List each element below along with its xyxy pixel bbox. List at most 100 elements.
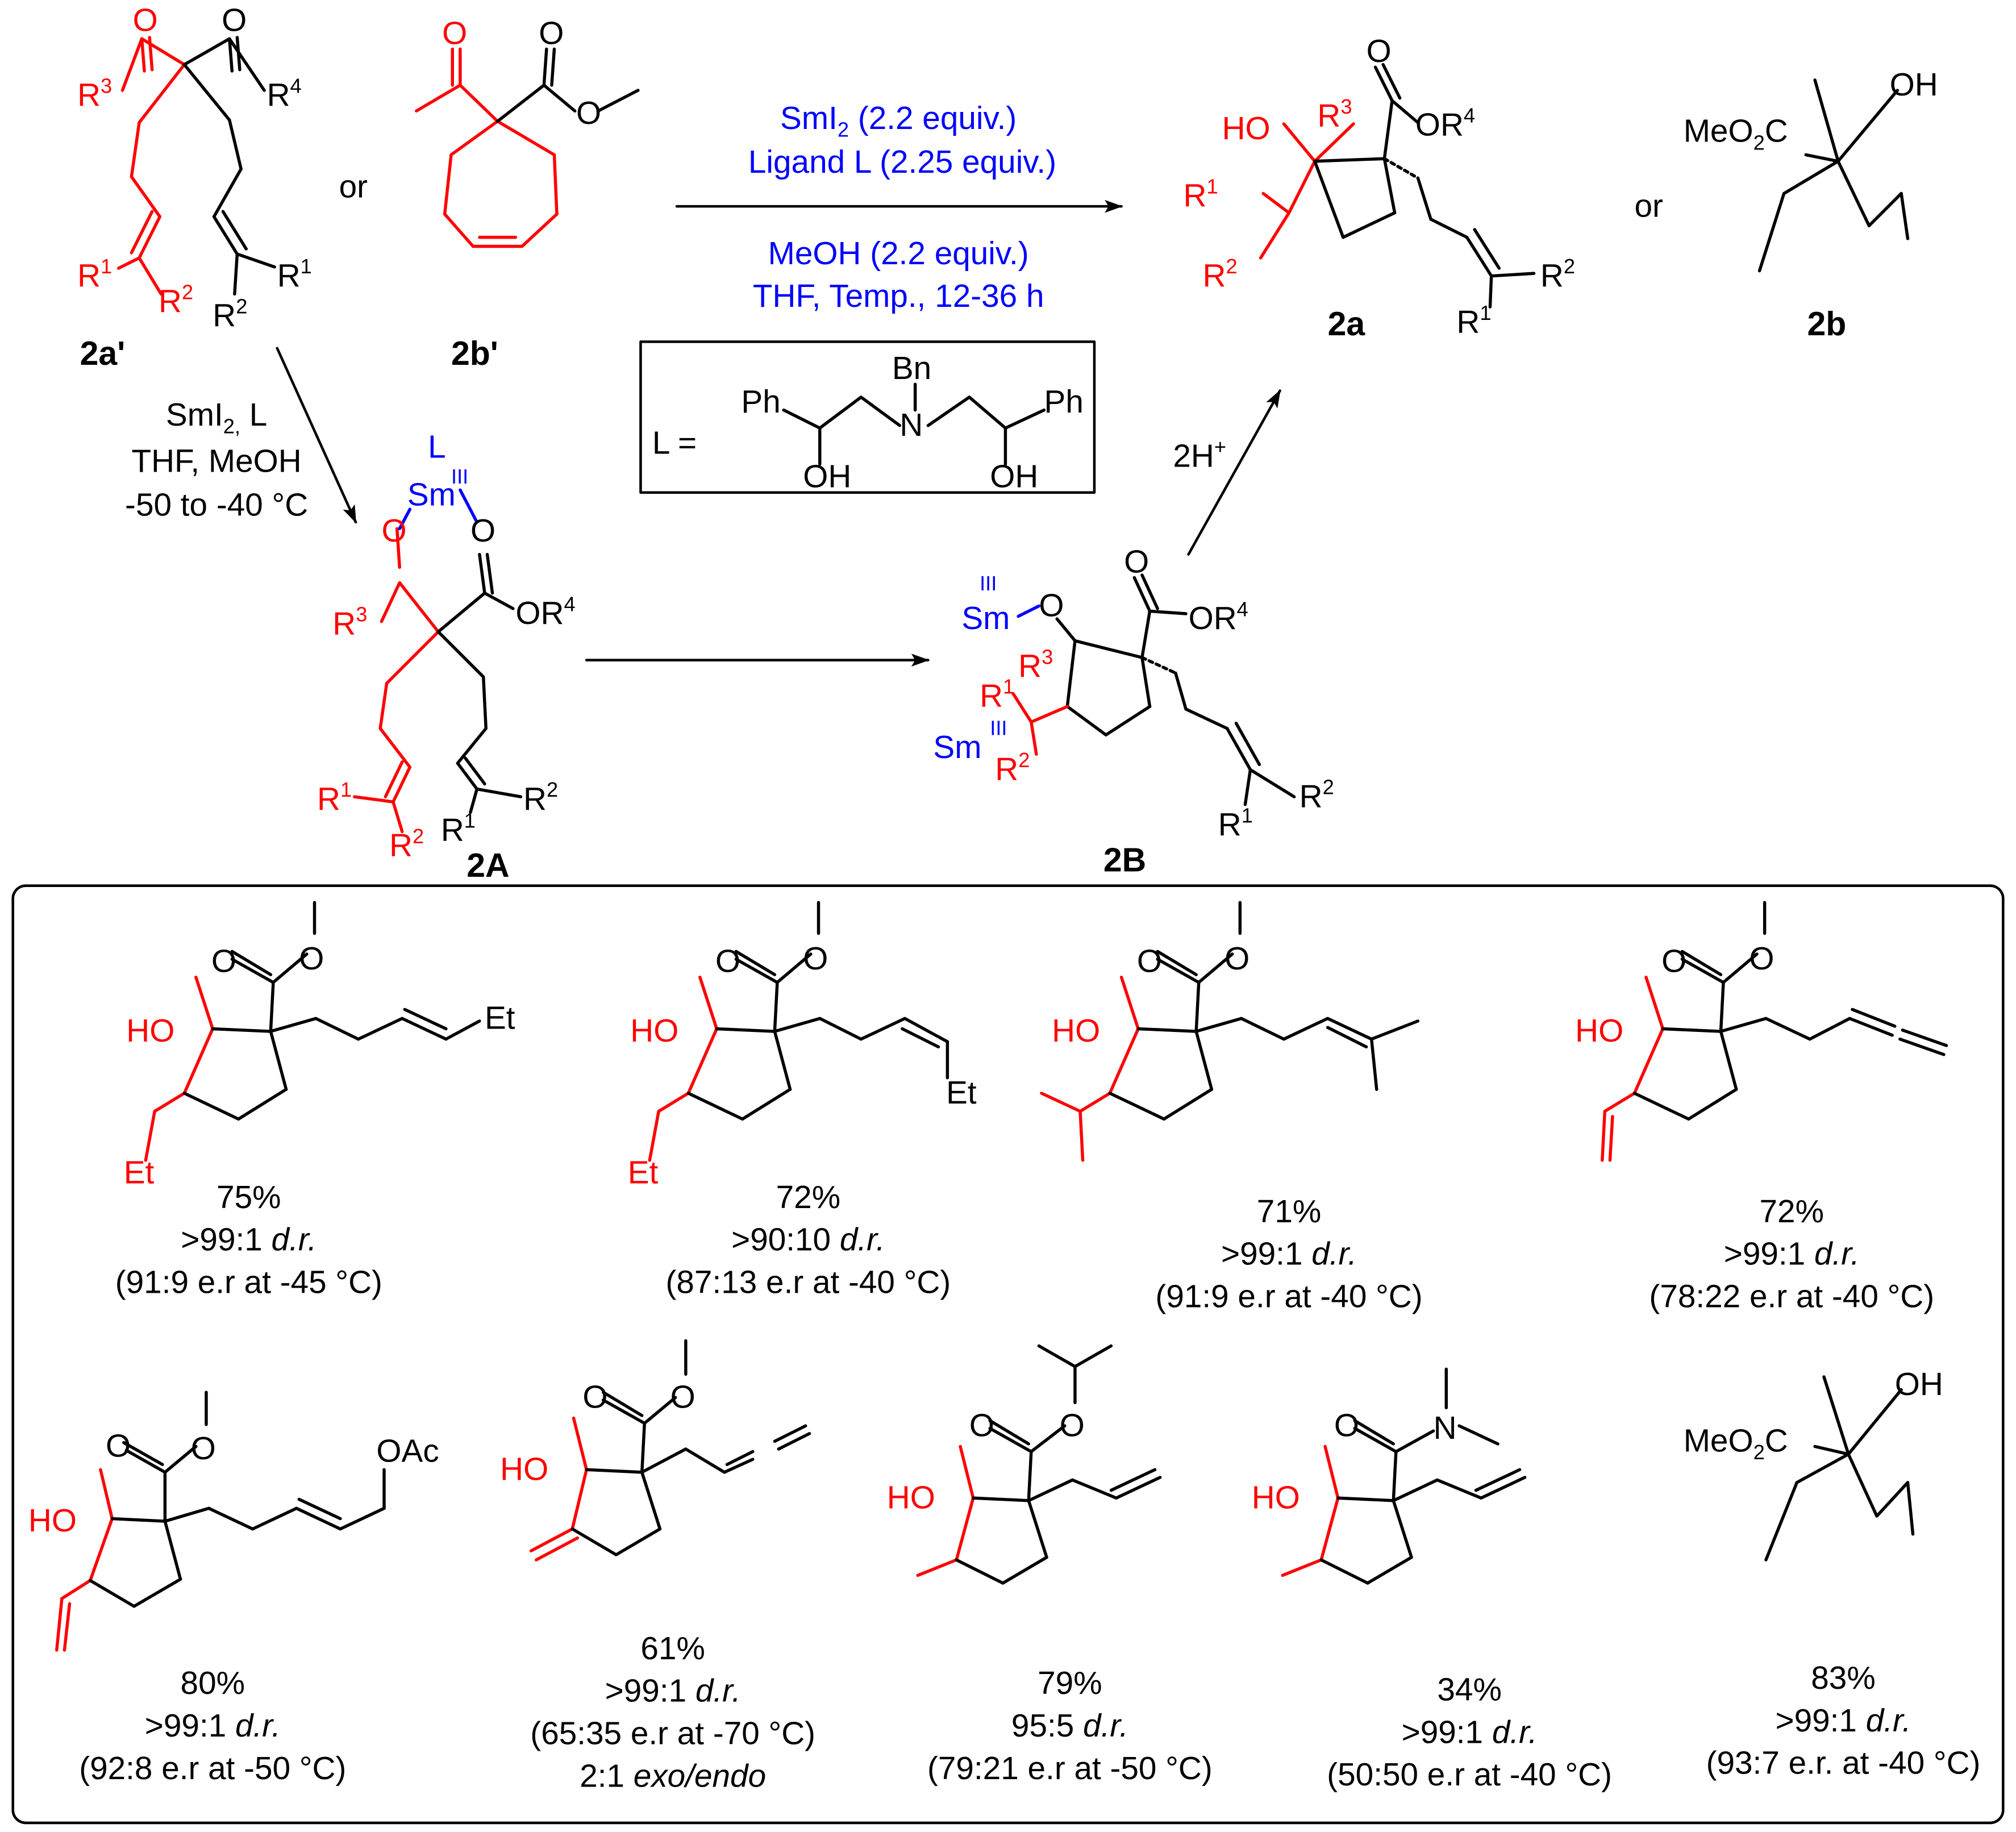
compound-2a-label: 2a bbox=[1328, 306, 1366, 343]
label-r3-2a: R3 bbox=[1317, 95, 1352, 134]
label-r1-2a: R1 bbox=[1456, 301, 1491, 340]
p5-oac: OAc bbox=[376, 1434, 439, 1469]
product-3-caption: 71% >99:1 d.r. (91:9 e.r at -40 °C) bbox=[1155, 1194, 1422, 1315]
structure-2B bbox=[1011, 573, 1296, 806]
atom-sm-2A: Sm bbox=[407, 477, 456, 513]
product-9-yield: 83% bbox=[1811, 1660, 1876, 1696]
product-6-caption: 61% >99:1 d.r. (65:35 e.r at -70 °C) 2:1… bbox=[530, 1631, 815, 1794]
p6-ho: HO bbox=[500, 1451, 548, 1487]
p7-o2: O bbox=[1060, 1408, 1085, 1443]
label-r1-2B: R1 bbox=[1218, 804, 1253, 843]
product-1-yield: 75% bbox=[216, 1180, 281, 1215]
compound-2A-label: 2A bbox=[466, 847, 509, 884]
structure-2a bbox=[1259, 63, 1536, 309]
product-6-dr: >99:1 d.r. bbox=[605, 1673, 741, 1709]
product-6-yield: 61% bbox=[640, 1631, 705, 1667]
atom-oh-2b: OH bbox=[1890, 67, 1938, 103]
label-r1-2a-red: R1 bbox=[1184, 174, 1218, 214]
p2-o2: O bbox=[803, 941, 828, 977]
product-9-dr: >99:1 d.r. bbox=[1775, 1703, 1911, 1739]
p8-o1: O bbox=[1334, 1408, 1359, 1443]
product-2-yield: 72% bbox=[776, 1180, 840, 1215]
label-r2-2B-red: R2 bbox=[995, 748, 1030, 788]
atom-o-2B-1: O bbox=[1039, 588, 1064, 624]
label-r2-2B: R2 bbox=[1299, 776, 1334, 815]
label-r2-2a-red: R2 bbox=[1203, 255, 1238, 294]
side-condition-solvent: THF, MeOH bbox=[131, 443, 301, 479]
p9-meo2c: MeO2C bbox=[1684, 1423, 1788, 1464]
product-1-caption: 75% >99:1 d.r. (91:9 e.r at -45 °C) bbox=[115, 1180, 382, 1301]
label-or4-2A: OR4 bbox=[515, 592, 575, 631]
p5-o2: O bbox=[191, 1431, 216, 1467]
atom-o-red-2A: O bbox=[381, 513, 406, 549]
protonation-label: 2H+ bbox=[1173, 435, 1226, 474]
ligand-ph-left: Ph bbox=[741, 384, 780, 420]
p7-ho: HO bbox=[887, 1480, 935, 1515]
p6-o1: O bbox=[582, 1379, 607, 1415]
product-1-structure bbox=[144, 901, 481, 1162]
atom-o-2b-prime-1: O bbox=[539, 15, 564, 51]
label-r2: R2 bbox=[213, 294, 247, 334]
p3-ho: HO bbox=[1052, 1013, 1100, 1049]
atom-o-2a: O bbox=[1367, 34, 1392, 69]
product-8-er: (50:50 e.r at -40 °C) bbox=[1327, 1757, 1612, 1793]
product-5-dr: >99:1 d.r. bbox=[145, 1708, 281, 1744]
product-3-structure bbox=[1040, 901, 1420, 1162]
label-r3-2A: R3 bbox=[332, 603, 367, 642]
p4-o2: O bbox=[1749, 941, 1774, 977]
p1-o2: O bbox=[299, 941, 324, 977]
atom-o-2a-prime: O bbox=[222, 3, 247, 39]
atom-o-2A-1: O bbox=[470, 513, 495, 549]
condition-sml2: SmI2 (2.2 equiv.) bbox=[780, 101, 1017, 141]
p6-o2: O bbox=[670, 1379, 695, 1415]
p8-ho: HO bbox=[1252, 1480, 1300, 1515]
product-5-structure bbox=[55, 1390, 386, 1652]
reaction-arrows bbox=[276, 199, 1281, 667]
label-r1-2B-red: R1 bbox=[980, 675, 1014, 714]
product-9-caption: 83% >99:1 d.r. (93:7 e.r. at -40 °C) bbox=[1706, 1660, 1981, 1781]
ligand-bn: Bn bbox=[892, 351, 931, 386]
p5-o1: O bbox=[106, 1429, 131, 1464]
p2-et-1: Et bbox=[946, 1075, 977, 1111]
compound-2b-prime-label: 2b' bbox=[451, 335, 498, 372]
product-7-structure bbox=[916, 1344, 1162, 1585]
p1-o1: O bbox=[211, 944, 236, 980]
product-5-caption: 80% >99:1 d.r. (92:8 e.r at -50 °C) bbox=[79, 1666, 346, 1787]
label-r3: R3 bbox=[77, 74, 112, 114]
label-r1-red: R1 bbox=[77, 255, 112, 294]
structure-2A bbox=[353, 488, 523, 834]
ligand-n: N bbox=[899, 407, 923, 443]
atom-o-2B-2: O bbox=[1124, 544, 1149, 580]
product-1-er: (91:9 e.r at -45 °C) bbox=[115, 1265, 382, 1301]
structure-2b bbox=[1757, 78, 1910, 273]
p4-o1: O bbox=[1661, 944, 1686, 980]
condition-thf: THF, Temp., 12-36 h bbox=[753, 278, 1044, 314]
p1-ho: HO bbox=[126, 1013, 174, 1049]
product-2-dr: >90:10 d.r. bbox=[731, 1222, 885, 1258]
ligand-on-sm-2A: L bbox=[428, 430, 446, 465]
p2-et-2: Et bbox=[628, 1155, 659, 1191]
p4-ho: HO bbox=[1575, 1013, 1623, 1049]
p2-ho: HO bbox=[630, 1013, 678, 1049]
product-2-structure bbox=[648, 901, 949, 1162]
product-4-dr: >99:1 d.r. bbox=[1724, 1236, 1860, 1272]
or-label-2: or bbox=[1635, 188, 1663, 224]
ligand-oh-left: OH bbox=[803, 459, 851, 495]
product-9-structure bbox=[1764, 1375, 1915, 1562]
structure-2b-prime bbox=[415, 47, 640, 248]
ligand-ph-right: Ph bbox=[1044, 384, 1084, 420]
label-r2-2A: R2 bbox=[523, 778, 558, 817]
product-4-er: (78:22 e.r at -40 °C) bbox=[1649, 1279, 1934, 1315]
label-or4-2B: OR4 bbox=[1189, 598, 1248, 637]
product-5-er: (92:8 e.r at -50 °C) bbox=[79, 1751, 346, 1787]
product-4-structure bbox=[1601, 901, 1948, 1162]
label-r2-2A-red: R2 bbox=[389, 825, 424, 864]
oxidation-iii-2A: III bbox=[451, 465, 468, 488]
label-r1-2A: R1 bbox=[441, 809, 476, 848]
label-r1: R1 bbox=[277, 255, 312, 294]
p3-o1: O bbox=[1137, 944, 1162, 980]
label-r2-red: R2 bbox=[159, 281, 193, 320]
label-r2-2a: R2 bbox=[1540, 255, 1575, 294]
product-8-structure bbox=[1281, 1367, 1527, 1585]
product-3-yield: 71% bbox=[1257, 1194, 1322, 1230]
